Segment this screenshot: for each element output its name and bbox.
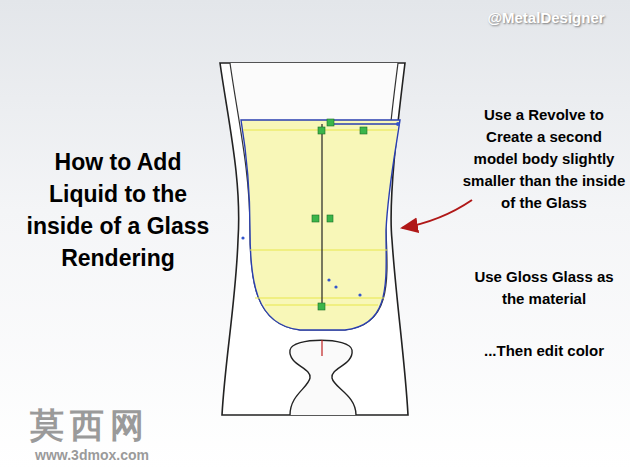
base-hollow bbox=[290, 340, 356, 415]
liquid-body bbox=[241, 120, 400, 330]
callout-note: ...Then edit color bbox=[462, 340, 626, 362]
watermark-url: www.3dmox.com bbox=[12, 446, 172, 464]
callout-note: Use a Revolve to Create a second model b… bbox=[462, 104, 626, 214]
leader-arrow bbox=[402, 200, 472, 228]
tutorial-title: How to Add Liquid to the inside of a Gla… bbox=[18, 146, 218, 274]
watermark-handle: @MetalDesigner bbox=[470, 8, 622, 28]
glass-outline bbox=[220, 63, 408, 415]
watermark-logo: 莫西网 bbox=[20, 405, 160, 445]
callout-note: Use Gloss Glass as the material bbox=[462, 266, 626, 310]
